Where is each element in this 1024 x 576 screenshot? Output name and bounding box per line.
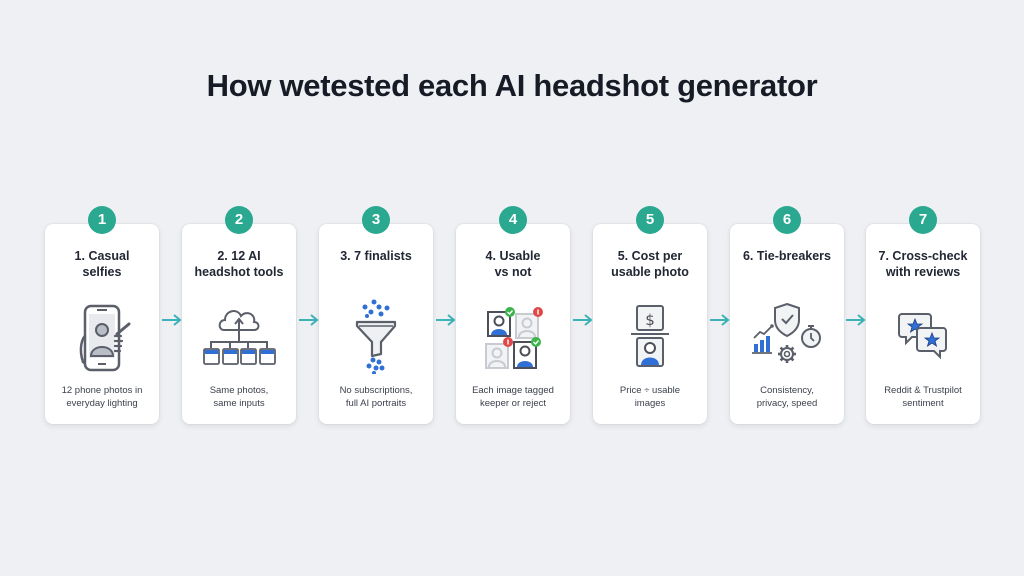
step-title-line: 1. Casual	[74, 249, 130, 263]
step-description: Consistency, privacy, speed	[734, 384, 840, 410]
tie-breakers-icon	[742, 298, 832, 374]
step-description: Same photos, same inputs	[186, 384, 292, 410]
step-description: 12 phone photos in everyday lighting	[49, 384, 155, 410]
step-number-badge: 1	[88, 206, 116, 234]
step-title-line: 2. 12 AI	[217, 249, 261, 263]
step-description-line: Consistency,	[760, 385, 814, 396]
step-description: No subscriptions, full AI portraits	[323, 384, 429, 410]
step-number-badge: 7	[909, 206, 937, 234]
step-description-line: Each image tagged	[472, 385, 554, 396]
step-title: 3. 7 finalists	[323, 248, 429, 264]
step-number-badge: 4	[499, 206, 527, 234]
tagged-portraits-icon	[468, 298, 558, 374]
review-bubbles-icon	[878, 298, 968, 374]
step-number-badge: 3	[362, 206, 390, 234]
arrow-right-icon	[299, 314, 319, 326]
arrow-right-icon	[710, 314, 730, 326]
step-description-line: everyday lighting	[66, 398, 138, 409]
arrow-right-icon	[846, 314, 866, 326]
step-number-badge: 5	[636, 206, 664, 234]
step-description-line: privacy, speed	[756, 398, 818, 409]
step-title: 4. Usable vs not	[460, 248, 566, 280]
arrow-right-icon	[162, 314, 182, 326]
step-title: 2. 12 AI headshot tools	[186, 248, 292, 280]
step-card-1: 1 1. Casual selfies 12 phone photos in e…	[45, 206, 159, 424]
step-description-line: images	[634, 398, 666, 409]
step-description-line: Price ÷ usable	[619, 385, 681, 396]
step-title: 7. Cross-check with reviews	[870, 248, 976, 280]
arrow-right-icon	[573, 314, 593, 326]
step-description-line: sentiment	[902, 398, 944, 409]
svg-text:$: $	[645, 311, 655, 329]
step-description: Each image tagged keeper or reject	[460, 384, 566, 410]
step-title-line: selfies	[82, 265, 122, 279]
step-number-badge: 6	[773, 206, 801, 234]
step-card-4: 4 4. Usable vs not	[456, 206, 570, 424]
step-description: Reddit & Trustpilot sentiment	[870, 384, 976, 410]
step-description-line: full AI portraits	[345, 398, 407, 409]
cloud-upload-tools-icon	[194, 298, 284, 374]
phone-selfie-icon	[57, 298, 147, 374]
step-title: 5. Cost per usable photo	[597, 248, 703, 280]
step-title-line: 4. Usable	[485, 249, 541, 263]
step-title-line: 3. 7 finalists	[340, 249, 412, 263]
step-title-line: 6. Tie-breakers	[742, 249, 832, 263]
step-description-line: keeper or reject	[479, 398, 546, 409]
step-title-line: 7. Cross-check	[878, 249, 968, 263]
price-per-photo-icon: $	[605, 298, 695, 374]
step-card-3: 3 3. 7 finalists No subscriptions, full …	[319, 206, 433, 424]
step-title-line: 5. Cost per	[617, 249, 683, 263]
step-description-line: Same photos,	[209, 385, 269, 396]
step-description-line: 12 phone photos in	[61, 385, 143, 396]
page-title: How wetested each AI headshot generator	[206, 68, 818, 103]
step-title: 1. Casual selfies	[49, 248, 155, 280]
step-description-line: same inputs	[213, 398, 265, 409]
step-description-line: No subscriptions,	[339, 385, 413, 396]
step-description-line: Reddit & Trustpilot	[884, 385, 962, 396]
step-title-line: vs not	[494, 265, 532, 279]
step-title-line: with reviews	[885, 265, 961, 279]
funnel-icon	[331, 298, 421, 375]
step-card-5: 5 5. Cost per usable photo $ Price ÷ usa…	[593, 206, 707, 424]
step-card-6: 6 6. Tie-breakers	[730, 206, 844, 424]
step-card-2: 2 2. 12 AI headshot tools Same photos, s…	[182, 206, 296, 424]
step-number-badge: 2	[225, 206, 253, 234]
step-card-7: 7 7. Cross-check with reviews Reddit & T…	[866, 206, 980, 424]
step-description: Price ÷ usable images	[597, 384, 703, 410]
arrow-right-icon	[436, 314, 456, 326]
step-title-line: usable photo	[611, 265, 689, 279]
step-title: 6. Tie-breakers	[734, 248, 840, 264]
step-title-line: headshot tools	[194, 265, 284, 279]
